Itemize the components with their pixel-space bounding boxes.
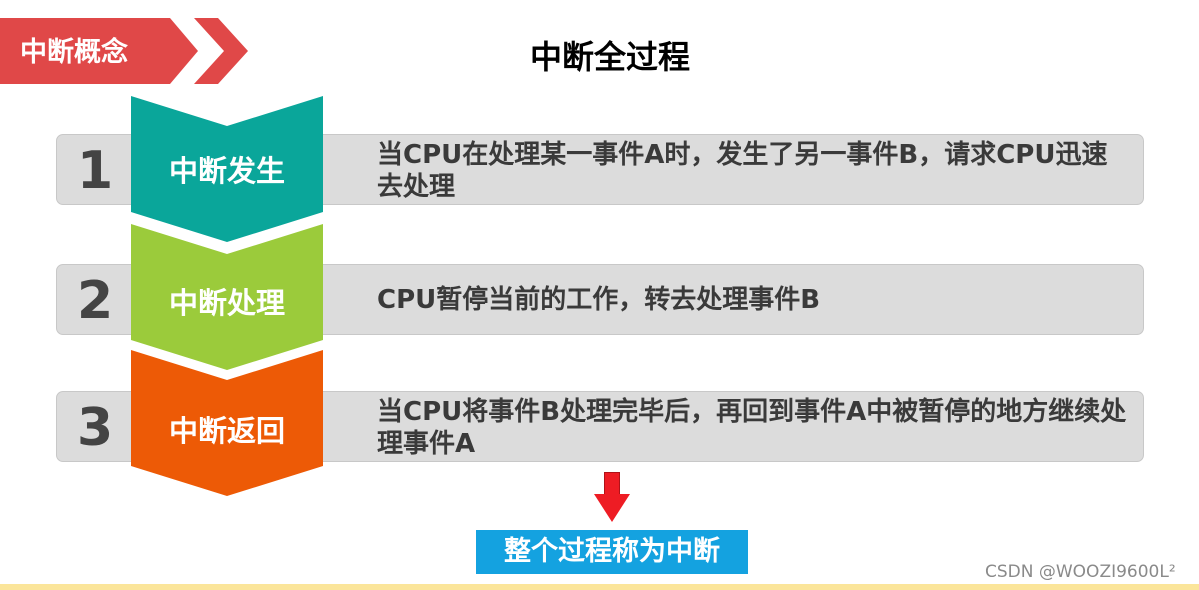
step-1-number: 1	[77, 141, 114, 201]
section-tag-label: 中断概念	[20, 37, 128, 68]
step-1-label: 中断发生	[168, 154, 285, 188]
summary-box: 整个过程称为中断	[476, 530, 748, 574]
step-2-chevron: 中断处理	[131, 224, 323, 370]
step-2-label: 中断处理	[168, 286, 285, 320]
watermark: CSDN @WOOZI9600L²	[985, 562, 1176, 582]
step-1-description: 当CPU在处理某一事件A时，发生了另一事件B，请求CPU迅速去处理	[377, 140, 1108, 202]
step-3-number: 3	[77, 398, 114, 458]
step-2-number: 2	[77, 271, 114, 331]
step-1-chevron: 中断发生	[131, 96, 323, 242]
down-arrow-head	[594, 494, 630, 522]
bottom-divider	[0, 584, 1199, 590]
page-title: 中断全过程	[529, 38, 690, 76]
step-3-label: 中断返回	[168, 414, 285, 448]
step-3-chevron: 中断返回	[131, 350, 323, 496]
step-3-description: 当CPU将事件B处理完毕后，再回到事件A中被暂停的地方继续处理事件A	[377, 397, 1127, 459]
step-2-description: CPU暂停当前的工作，转去处理事件B	[377, 285, 821, 315]
chevron-right-icon	[194, 18, 248, 84]
section-tag	[0, 18, 198, 84]
down-arrow-icon	[604, 472, 620, 496]
